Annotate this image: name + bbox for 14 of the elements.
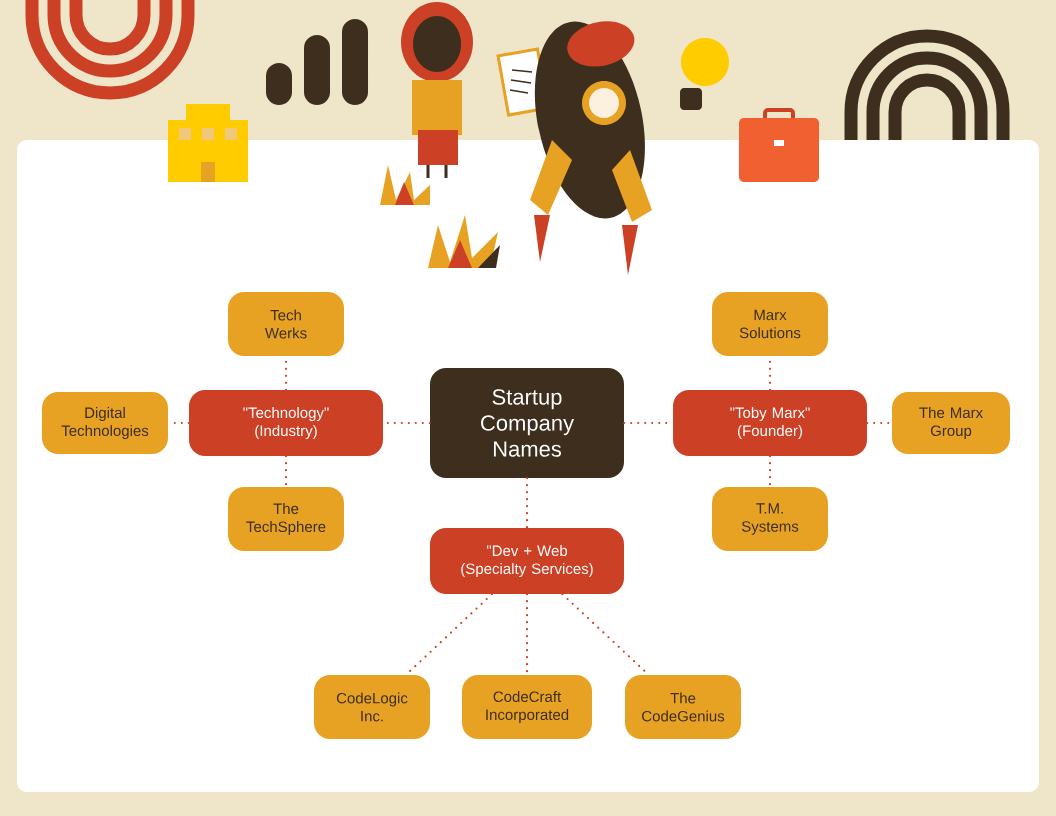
category-box: "Dev + Web (Specialty Services) — [430, 528, 624, 594]
name-box: The Marx Group — [892, 392, 1010, 454]
name-box: Marx Solutions — [712, 292, 828, 356]
name-box: The TechSphere — [228, 487, 344, 551]
name-box: Tech Werks — [228, 292, 344, 356]
category-box: "Technology" (Industry) — [189, 390, 383, 456]
name-box: The CodeGenius — [625, 675, 741, 739]
connector — [525, 477, 529, 529]
central-topic-box: Startup Company Names — [430, 368, 624, 478]
category-box: "Toby Marx" (Founder) — [673, 390, 867, 456]
name-box: Digital Technologies — [42, 392, 168, 454]
name-box: CodeCraft Incorporated — [462, 675, 592, 739]
name-box: CodeLogic Inc. — [314, 675, 430, 739]
name-box: T.M. Systems — [712, 487, 828, 551]
